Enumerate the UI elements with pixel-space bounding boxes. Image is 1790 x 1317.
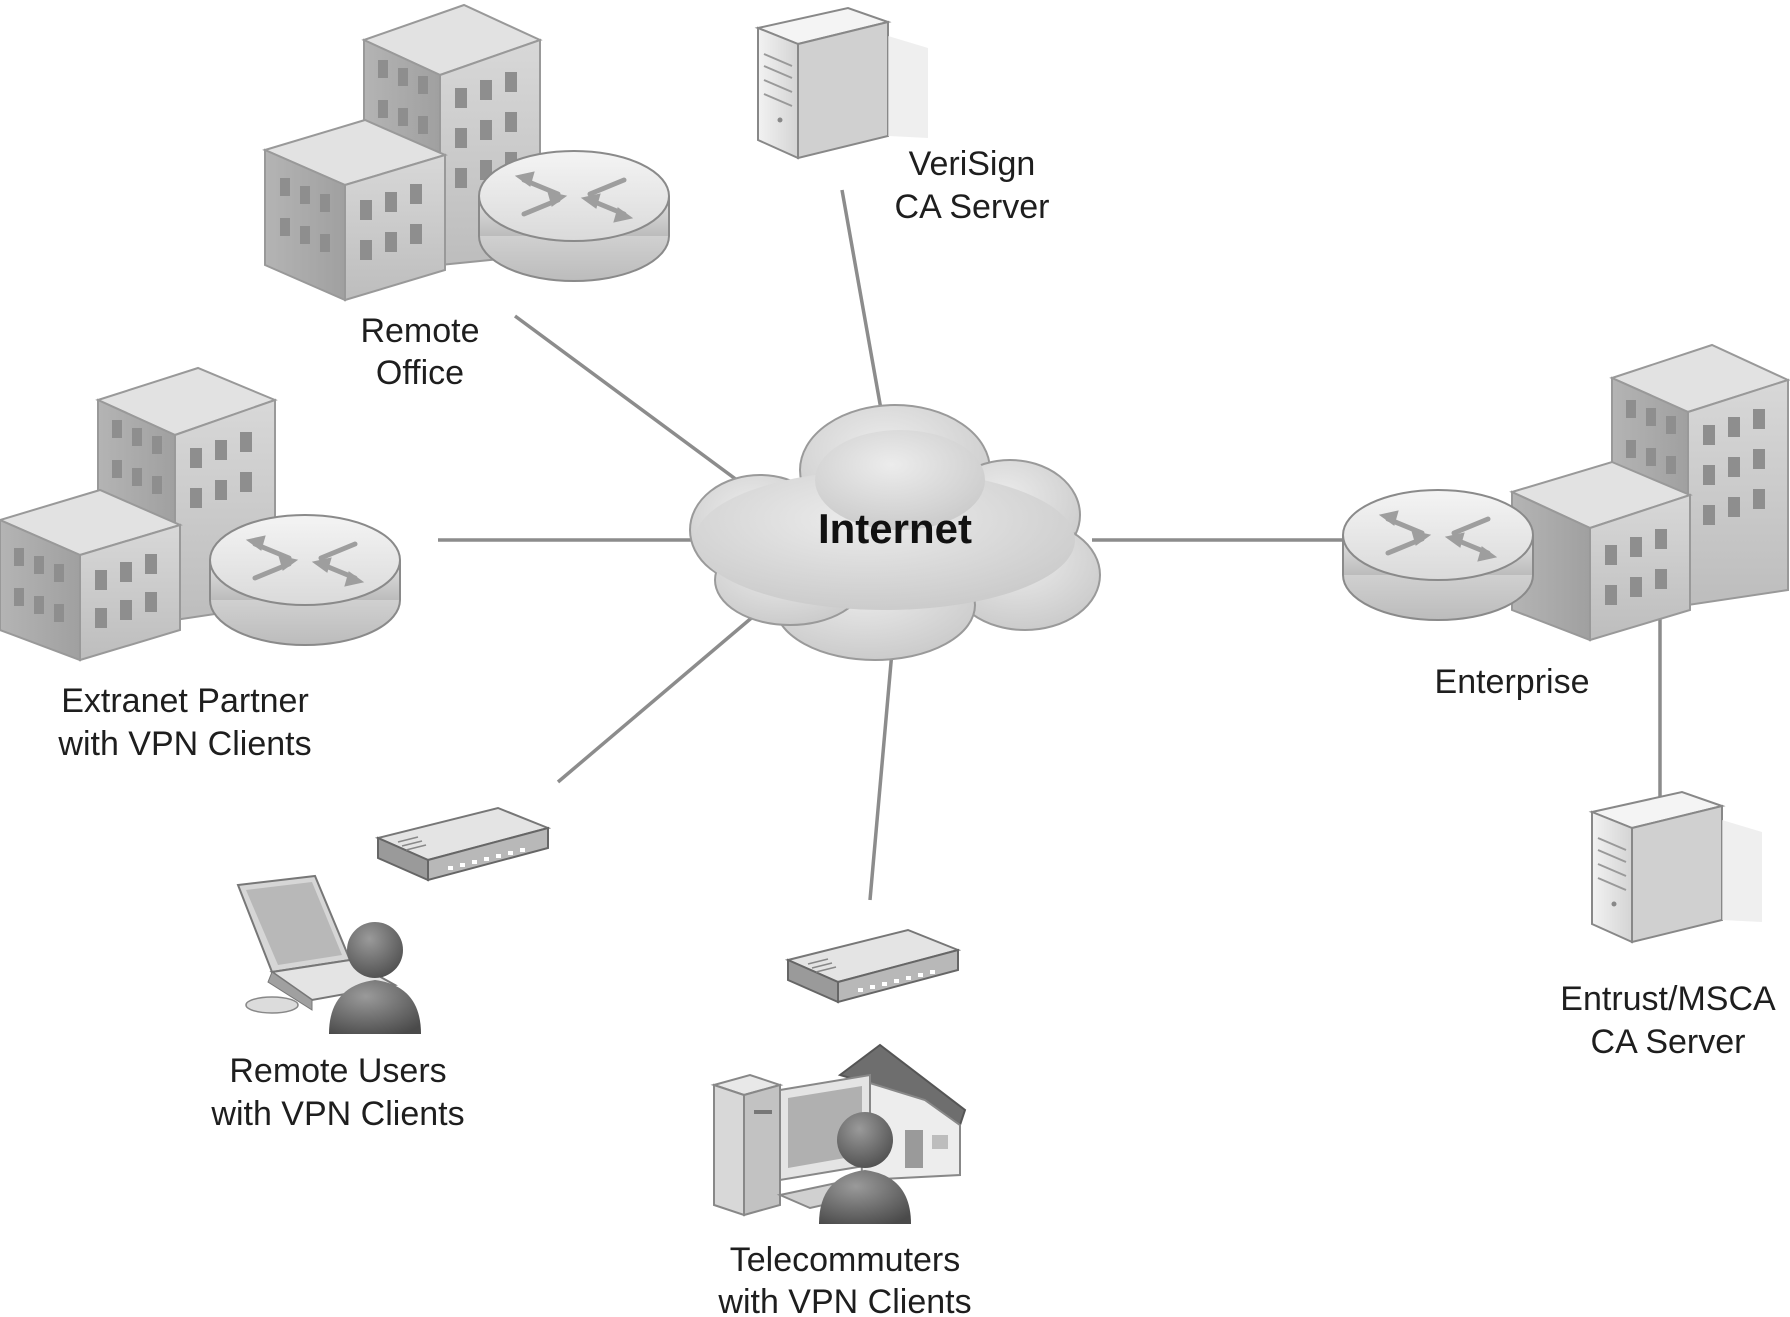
remote-users-label-line1: Remote Users [229,1052,446,1090]
verisign-label-line1: VeriSign [909,145,1036,183]
node-telecommuters: Telecommuters with VPN Clients [710,929,972,1317]
extranet-label-line2: with VPN Clients [57,725,311,763]
office-building-icon [0,366,278,662]
connection-lines [438,189,1662,901]
remote-office-label-line1: Remote [360,312,479,350]
link-telecommuters [868,639,895,901]
router-icon [1343,490,1533,620]
extranet-label-line1: Extranet Partner [61,682,309,720]
office-building-icon [262,3,543,302]
link-verisign [840,189,884,416]
node-extranet: Extranet Partner with VPN Clients [0,366,400,763]
modem-icon [787,929,959,1003]
link-remote-office [513,314,747,488]
verisign-label-line2: CA Server [895,188,1050,226]
internet-cloud-icon: Internet [689,404,1101,661]
telecommuters-label-line2: with VPN Clients [717,1283,971,1317]
server-icon [1591,791,1763,943]
modem-icon [377,807,549,881]
node-entrust: Entrust/MSCA CA Server [1560,791,1776,1061]
entrust-label-line2: CA Server [1591,1023,1746,1061]
office-building-icon [1509,343,1790,642]
remote-office-label-line2: Office [376,354,464,392]
internet-label: Internet [818,505,972,552]
server-icon [757,7,929,159]
node-remote-users: Remote Users with VPN Clients [210,807,549,1133]
enterprise-label: Enterprise [1435,663,1590,701]
entrust-label-line1: Entrust/MSCA [1560,980,1776,1018]
link-remote-users [556,596,777,784]
router-icon [479,151,669,281]
telecommuters-label-line1: Telecommuters [730,1241,961,1279]
node-verisign: VeriSign CA Server [757,7,1050,226]
router-icon [210,515,400,645]
remote-users-label-line2: with VPN Clients [210,1095,464,1133]
node-remote-office: Remote Office [262,3,669,392]
node-enterprise: Enterprise [1343,343,1790,701]
laptop-icon [236,874,398,1014]
